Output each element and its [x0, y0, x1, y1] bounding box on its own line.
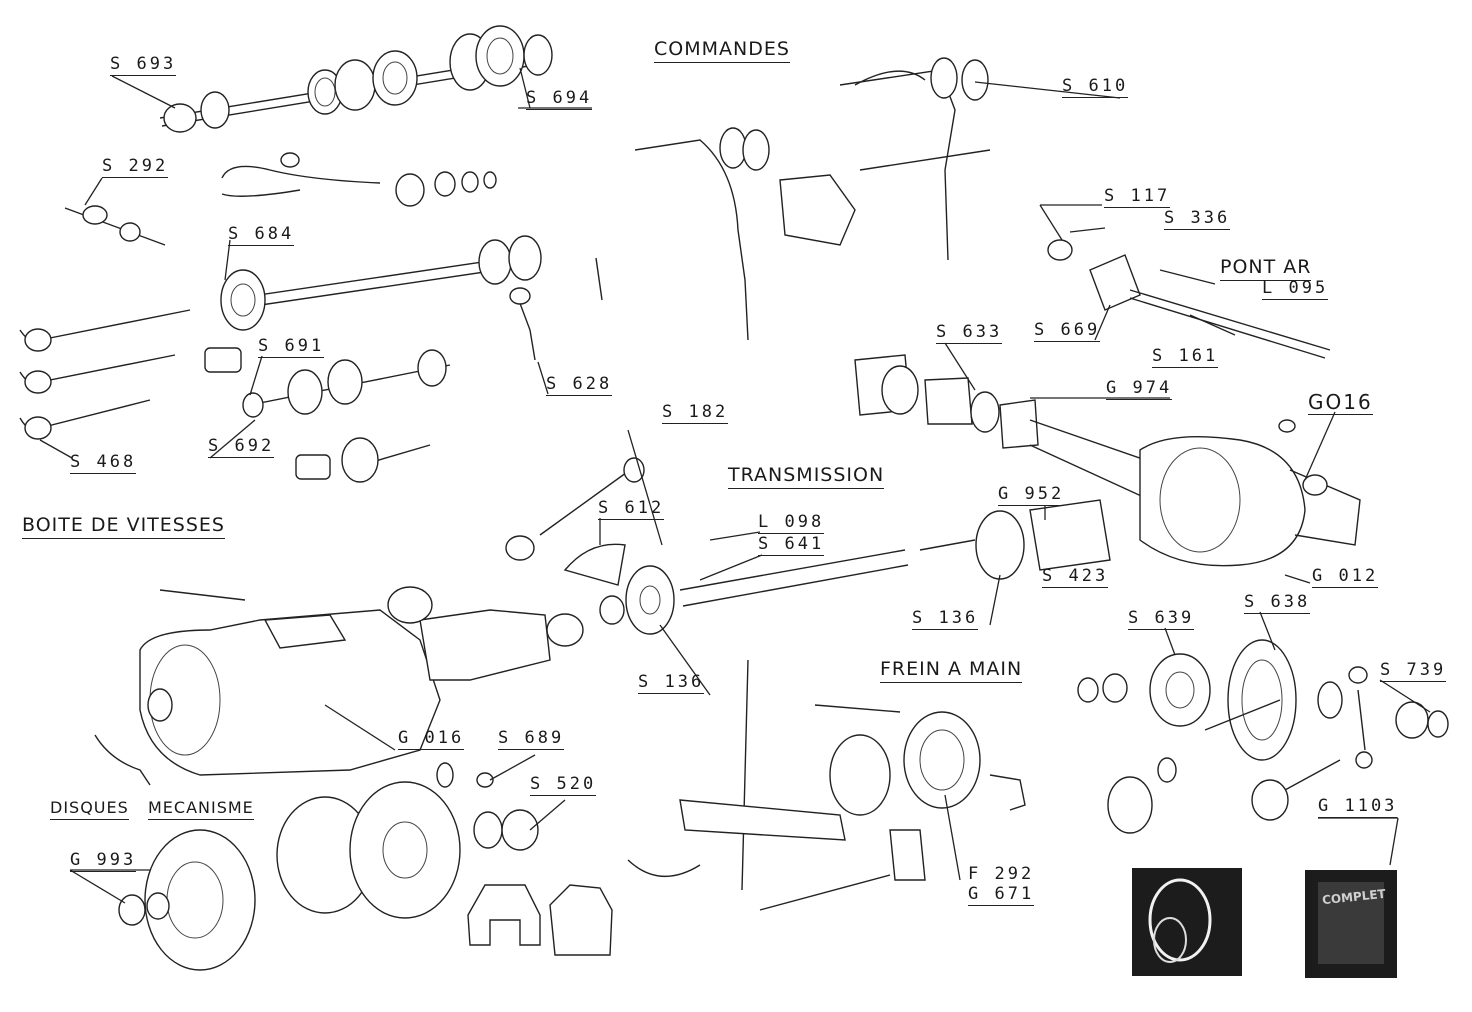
part-label-s520: S 520 — [530, 774, 597, 796]
selector-shaft — [64, 205, 166, 246]
part-label-s117: S 117 — [1104, 186, 1171, 208]
part-label-s628: S 628 — [546, 374, 613, 396]
torque-tube-propshaft — [505, 457, 1111, 635]
part-label-s468: S 468 — [70, 452, 137, 474]
part-label-s610: S 610 — [1062, 76, 1129, 98]
can-photo — [1305, 870, 1397, 978]
part-label-s693: S 693 — [110, 54, 177, 76]
clutch-assembly — [118, 762, 613, 971]
gearbox-casing — [94, 586, 584, 786]
section-frein-a-main: FREIN A MAIN — [880, 660, 1023, 683]
part-label-s423: S 423 — [1042, 566, 1109, 588]
selector-fork-rods — [19, 309, 191, 440]
part-label-l095: L 095 — [1262, 278, 1329, 300]
part-label-l098: L 098 — [758, 512, 825, 534]
part-label-g671: G 671 — [968, 884, 1035, 906]
section-commandes: COMMANDES — [654, 40, 790, 63]
part-label-s336: S 336 — [1164, 208, 1231, 230]
part-label-g012: G 012 — [1312, 566, 1379, 588]
part-label-go16: GO16 — [1308, 390, 1373, 415]
part-label-s639: S 639 — [1128, 608, 1195, 630]
section-boite-de-vitesses: BOITE DE VITESSES — [22, 516, 225, 539]
pedal-assembly — [634, 57, 991, 341]
clutch-fork-lever — [509, 257, 603, 361]
section-transmission: TRANSMISSION — [728, 466, 885, 489]
rear-axle-housing — [854, 354, 1361, 567]
part-label-g974: G 974 — [1106, 378, 1173, 400]
layshaft — [220, 235, 542, 331]
part-label-s669: S 669 — [1034, 320, 1101, 342]
part-label-g952: G 952 — [998, 484, 1065, 506]
part-label-s161: S 161 — [1152, 346, 1219, 368]
part-label-s691: S 691 — [258, 336, 325, 358]
part-label-s136-transmission: S 136 — [912, 608, 979, 630]
part-label-f292: F 292 — [968, 864, 1035, 884]
reverse-gear-cluster — [204, 347, 451, 483]
part-label-s136-gearbox: S 136 — [638, 672, 705, 694]
handbrake-assembly — [627, 659, 1026, 911]
part-label-s694: S 694 — [526, 88, 593, 110]
part-label-s182: S 182 — [662, 402, 729, 424]
differential-gears — [1077, 639, 1449, 834]
part-label-g016: G 016 — [398, 728, 465, 750]
part-label-s641: S 641 — [758, 534, 825, 556]
part-label-s739: S 739 — [1380, 660, 1447, 682]
section-disques: DISQUES — [50, 800, 129, 820]
main-shaft-assembly — [159, 25, 553, 133]
part-label-s689: S 689 — [498, 728, 565, 750]
part-label-s633: S 633 — [936, 322, 1003, 344]
part-label-s684: S 684 — [228, 224, 295, 246]
cable-and-bearings — [221, 152, 497, 207]
section-mecanisme: MECANISME — [148, 800, 254, 820]
part-label-s692: S 692 — [208, 436, 275, 458]
rear-hub-and-halfshaft — [1047, 239, 1331, 359]
gasket-photo — [1132, 868, 1242, 976]
part-label-g993: G 993 — [70, 850, 137, 872]
part-label-g1103: G 1103 — [1318, 796, 1398, 818]
section-pont-ar: PONT AR — [1220, 258, 1312, 281]
part-label-s612: S 612 — [598, 498, 665, 520]
part-label-s292: S 292 — [102, 156, 169, 178]
part-label-s638: S 638 — [1244, 592, 1311, 614]
leader-lines — [39, 67, 1431, 904]
